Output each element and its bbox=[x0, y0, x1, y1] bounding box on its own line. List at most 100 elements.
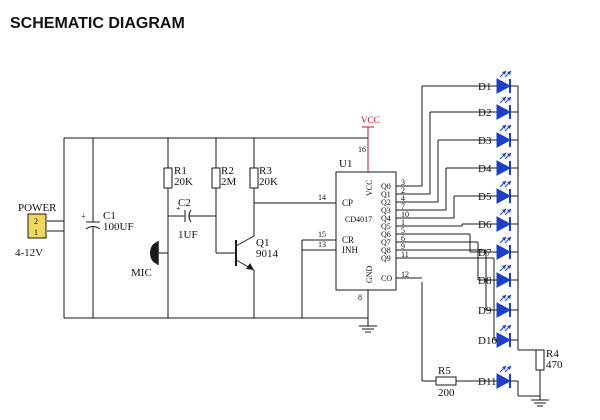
u1-output-label: CO bbox=[381, 274, 392, 283]
power-pin1: 1 bbox=[34, 228, 38, 237]
c1-polarity: + bbox=[81, 212, 86, 221]
r1-body bbox=[163, 167, 173, 189]
led-ray-head bbox=[502, 265, 506, 269]
microphone-icon bbox=[150, 241, 168, 265]
r4-value: 470 bbox=[546, 359, 563, 371]
u1-output-pin: 4 bbox=[401, 194, 405, 203]
led-ray-head bbox=[507, 71, 511, 75]
u1-output-label: Q1 bbox=[381, 190, 391, 199]
led-ray-head bbox=[507, 209, 511, 213]
led-ray-head bbox=[502, 366, 506, 370]
led-ray-head bbox=[507, 295, 511, 299]
led-d6: D6 bbox=[461, 208, 518, 232]
led-label: D7 bbox=[478, 247, 492, 259]
led-ray-head bbox=[502, 295, 506, 299]
led-triangle-icon bbox=[496, 104, 512, 120]
u1-pin14: 14 bbox=[318, 193, 326, 202]
power-voltage: 4-12V bbox=[15, 247, 43, 259]
ground-icon bbox=[531, 399, 549, 407]
led-ray-head bbox=[507, 265, 511, 269]
c2-polarity: + bbox=[176, 204, 181, 213]
led-d11: D11 bbox=[478, 365, 518, 389]
led-ray-head bbox=[502, 97, 506, 101]
q1-part: 9014 bbox=[256, 248, 279, 260]
led-label: D9 bbox=[478, 305, 492, 317]
led-label: D11 bbox=[478, 376, 497, 388]
u1-output-pin: 11 bbox=[401, 250, 409, 259]
u1-pin13: 13 bbox=[318, 240, 326, 249]
led-d4: D4 bbox=[445, 152, 518, 210]
u1-ref: U1 bbox=[339, 158, 352, 170]
vcc-label: VCC bbox=[361, 115, 380, 125]
u1-output-pin: 1 bbox=[401, 218, 405, 227]
r5-value: 200 bbox=[438, 387, 455, 399]
u1-output-pin: 9 bbox=[401, 242, 405, 251]
led-ray-head bbox=[507, 125, 511, 129]
r3-value: 20K bbox=[259, 176, 278, 188]
r5-ref: R5 bbox=[438, 365, 451, 377]
led-triangle-icon bbox=[496, 302, 512, 318]
r5-body bbox=[435, 376, 457, 386]
r1-value: 20K bbox=[174, 176, 193, 188]
led-triangle-icon bbox=[496, 373, 512, 389]
led-label: D6 bbox=[478, 219, 492, 231]
r3-body bbox=[249, 167, 259, 189]
r4-body bbox=[535, 349, 545, 371]
led-label: D5 bbox=[478, 191, 492, 203]
led-d1: D1 bbox=[421, 70, 518, 186]
led-ray-head bbox=[507, 237, 511, 241]
u1-output-pin: 12 bbox=[401, 270, 409, 279]
c2-value: 1UF bbox=[178, 229, 198, 241]
c1-value: 100UF bbox=[103, 221, 134, 233]
mic-label: MIC bbox=[131, 267, 152, 279]
u1-pin16: 16 bbox=[358, 145, 366, 154]
power-label: POWER bbox=[18, 202, 57, 214]
led-ray-head bbox=[507, 97, 511, 101]
led-triangle-icon bbox=[496, 160, 512, 176]
led-triangle-icon bbox=[496, 244, 512, 260]
led-label: D10 bbox=[478, 335, 497, 347]
led-triangle-icon bbox=[496, 78, 512, 94]
led-ray-head bbox=[507, 181, 511, 185]
u1-output-label: Q4 bbox=[381, 214, 391, 223]
u1-gnd-label: GND bbox=[365, 265, 374, 283]
led-d10: D10 bbox=[478, 258, 518, 348]
u1-output-label: Q8 bbox=[381, 246, 391, 255]
ground-icon bbox=[359, 325, 377, 333]
u1-output-pin: 7 bbox=[401, 202, 405, 211]
u1-output-pin: 5 bbox=[401, 226, 405, 235]
led-label: D1 bbox=[478, 81, 491, 93]
led-triangle-icon bbox=[496, 188, 512, 204]
led-ray-head bbox=[507, 153, 511, 157]
r4-ref: R4 bbox=[546, 348, 559, 360]
u1-output-pin: 3 bbox=[401, 178, 405, 187]
led-ray-head bbox=[502, 325, 506, 329]
u1-output-pin: 2 bbox=[401, 186, 405, 195]
c1-ref: C1 bbox=[103, 210, 116, 222]
u1-inh-label: INH bbox=[342, 245, 358, 255]
transistor-icon bbox=[235, 235, 255, 271]
u1-output-label: Q9 bbox=[381, 254, 391, 263]
led-d8: D8 bbox=[477, 242, 518, 288]
q1-ref: Q1 bbox=[256, 237, 269, 249]
led-d7: D7 bbox=[469, 234, 518, 260]
c2-ref: C2 bbox=[178, 197, 191, 209]
u1-output-label: Q0 bbox=[381, 182, 391, 191]
r3-ref: R3 bbox=[259, 165, 272, 177]
led-triangle-icon bbox=[496, 132, 512, 148]
diagram-title: SCHEMATIC DIAGRAM bbox=[10, 15, 185, 32]
led-d3: D3 bbox=[437, 124, 518, 202]
u1-output-label: Q7 bbox=[381, 238, 391, 247]
led-ray-head bbox=[502, 209, 506, 213]
led-ray-head bbox=[502, 125, 506, 129]
u1-output-pin: 10 bbox=[401, 210, 409, 219]
u1-output-label: Q3 bbox=[381, 206, 391, 215]
r2-body bbox=[211, 167, 221, 189]
u1-cr-label: CR bbox=[342, 235, 354, 245]
led-ray-head bbox=[507, 325, 511, 329]
u1-output-label: Q5 bbox=[381, 222, 391, 231]
led-triangle-icon bbox=[496, 332, 512, 348]
